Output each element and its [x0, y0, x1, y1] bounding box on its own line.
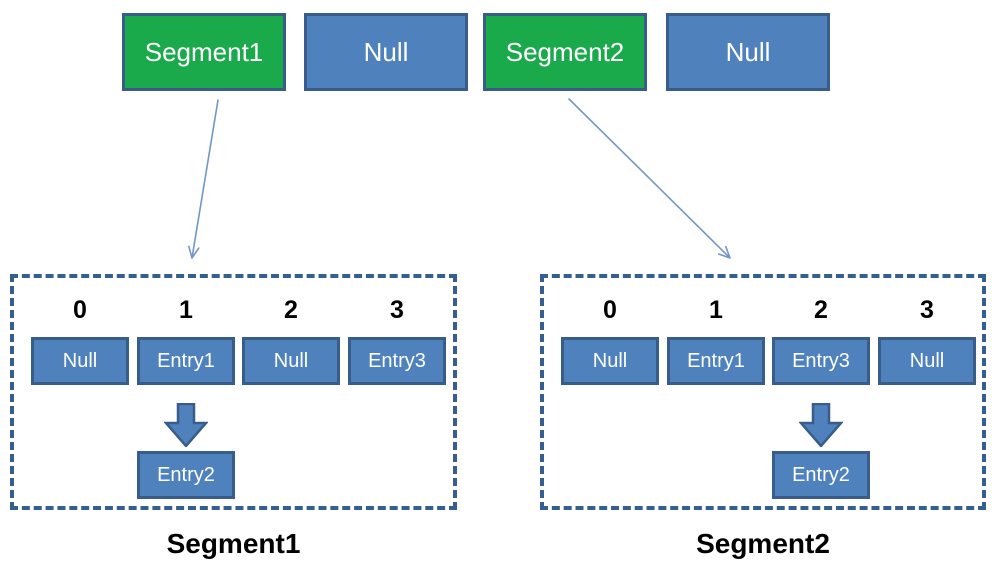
segment-array-cell-null-1: Null [304, 13, 468, 91]
segment2-index-2: 2 [814, 296, 828, 324]
segment2-panel-title: Segment2 [696, 528, 830, 559]
segment2-panel: 0 1 2 3 Null Entry1 Entry3 Null Entry2 [540, 274, 986, 510]
arrow-segment2-to-panel-icon [568, 98, 731, 259]
segment2-index-0: 0 [603, 296, 617, 324]
segment1-panel: 0 1 2 3 Null Entry1 Null Entry3 Entry2 [10, 274, 457, 510]
segment2-bucket-3: Null [878, 337, 976, 385]
segment2-linked-entry: Entry2 [772, 451, 870, 499]
segment1-bucket-3: Entry3 [348, 337, 446, 385]
segment1-index-1: 1 [179, 296, 193, 324]
segment1-linked-entry: Entry2 [137, 451, 235, 499]
arrow-segment1-to-panel-icon [188, 99, 219, 259]
segment2-bucket-0: Null [561, 337, 659, 385]
segment2-chain-arrow-icon [799, 403, 843, 447]
segment2-index-3: 3 [920, 296, 934, 324]
segment1-bucket-2: Null [242, 337, 340, 385]
segment2-bucket-1: Entry1 [667, 337, 765, 385]
segment2-bucket-2: Entry3 [772, 337, 870, 385]
segment1-chain-arrow-icon [164, 403, 208, 447]
segment1-index-0: 0 [73, 296, 87, 324]
segment-array-cell-segment2: Segment2 [483, 13, 647, 91]
segment-array-cell-null-2: Null [666, 13, 830, 91]
segment1-index-3: 3 [390, 296, 404, 324]
segment-array-cell-segment1: Segment1 [122, 13, 286, 91]
segment1-panel-title: Segment1 [166, 528, 301, 559]
segment2-index-1: 1 [709, 296, 723, 324]
segment1-bucket-1: Entry1 [137, 337, 235, 385]
segment1-bucket-0: Null [31, 337, 129, 385]
segment1-index-2: 2 [284, 296, 298, 324]
